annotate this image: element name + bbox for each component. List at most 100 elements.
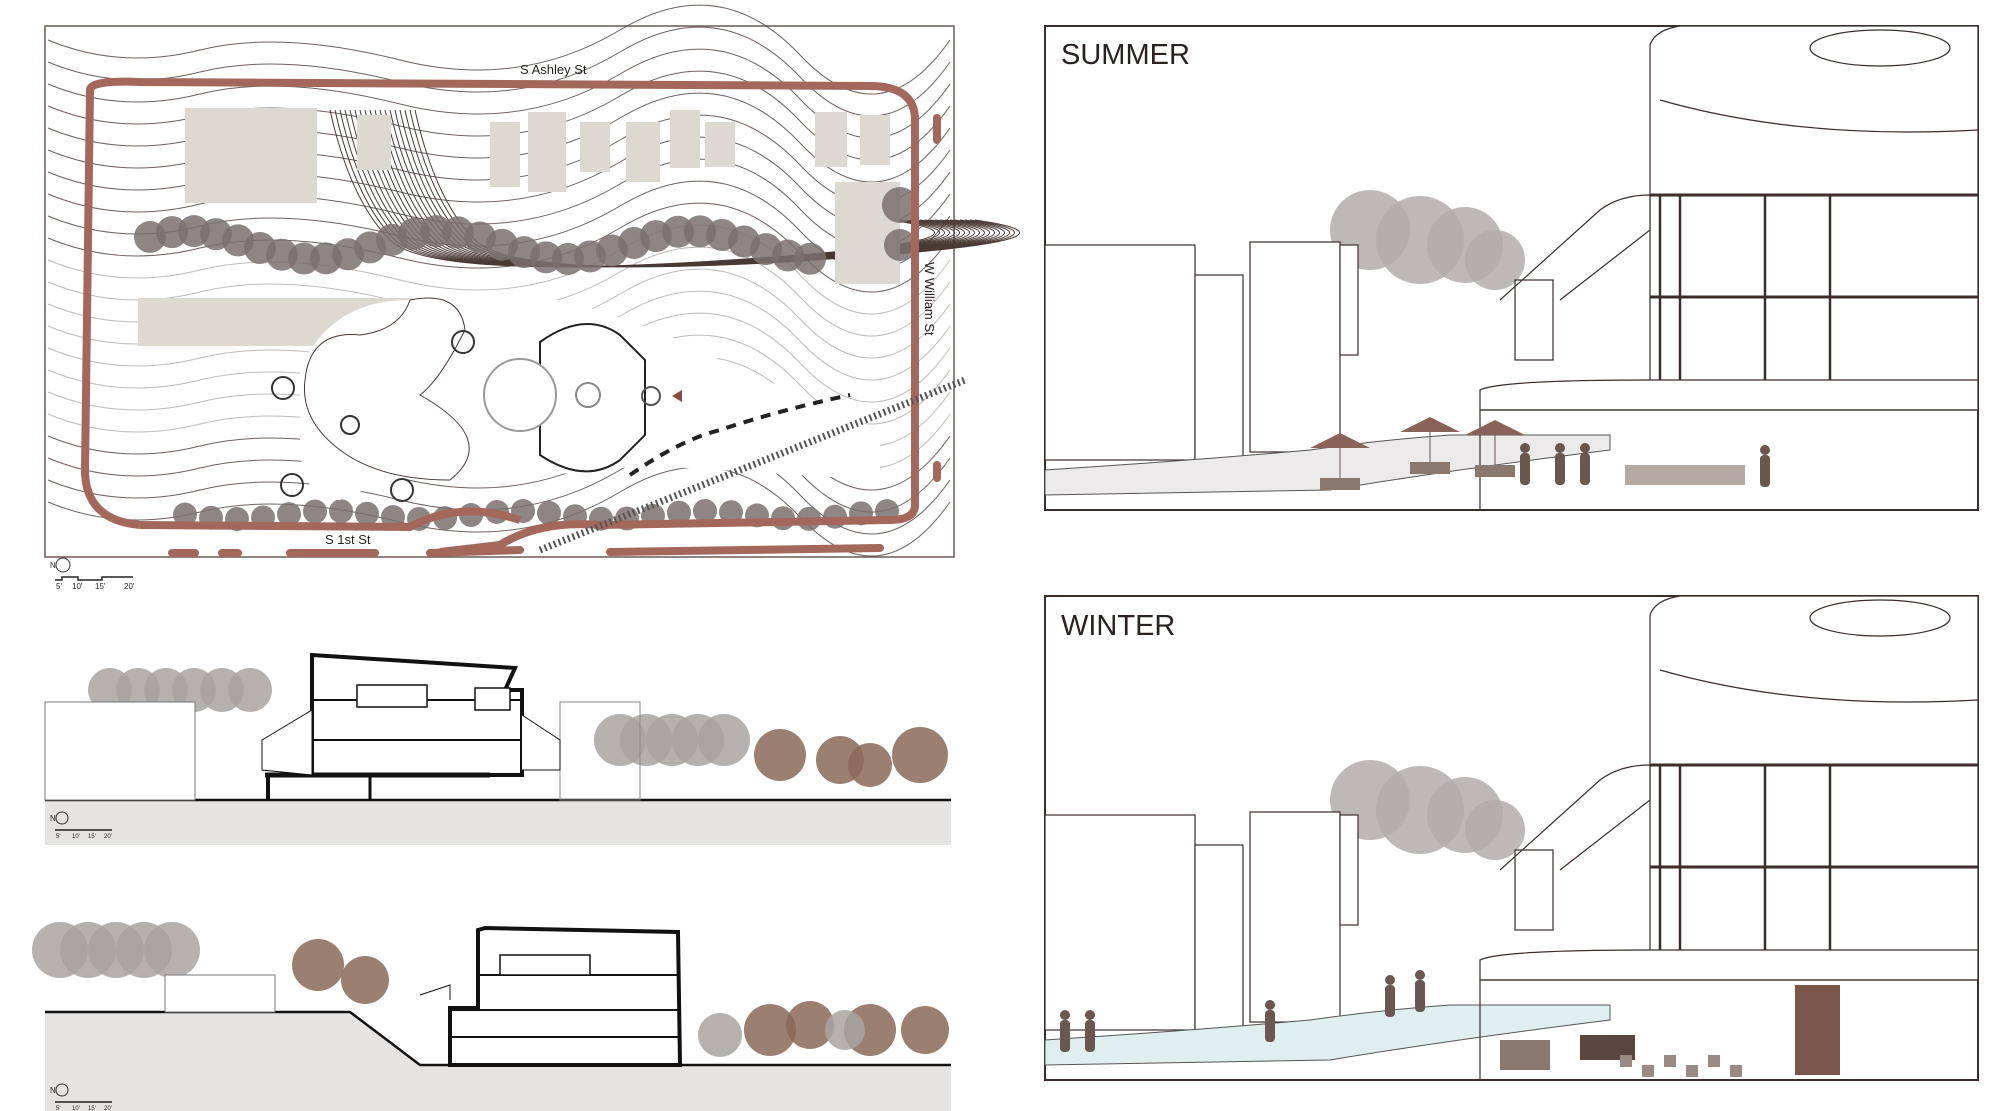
summer-panel: SUMMER	[1044, 25, 1979, 511]
cafe-table-group	[1410, 462, 1450, 474]
tree	[693, 499, 717, 524]
building-section	[261, 652, 561, 800]
scale-label: 5'	[56, 834, 60, 840]
scale-bar: N5'10'15'20'	[50, 1083, 112, 1111]
north-label: N	[50, 814, 56, 823]
trees	[88, 668, 948, 787]
pavilion-building	[1649, 25, 1979, 401]
ground	[45, 1012, 951, 1111]
person	[1580, 443, 1590, 453]
tree	[848, 743, 892, 787]
trees	[32, 922, 949, 1057]
railway-track	[538, 376, 967, 554]
north-arrow	[55, 811, 69, 825]
ground-floor-slab	[1479, 949, 1979, 981]
ground-floor-slab	[1479, 379, 1979, 411]
contour-line	[47, 422, 951, 513]
tree	[884, 229, 916, 261]
tree	[719, 500, 743, 525]
roof-skylight	[1809, 599, 1951, 637]
umbrella	[1310, 433, 1370, 448]
scale-label: 15'	[88, 1106, 96, 1111]
ground	[45, 800, 951, 845]
person	[1415, 970, 1425, 980]
tree	[292, 939, 344, 991]
chair	[1664, 1055, 1676, 1067]
building	[357, 115, 391, 170]
person	[1385, 985, 1395, 1017]
summer-title: SUMMER	[1061, 39, 1190, 71]
chair	[1708, 1055, 1720, 1067]
person	[1415, 980, 1425, 1012]
scale-label: 10'	[72, 1106, 80, 1111]
scale-label: 10'	[72, 834, 80, 840]
tree	[173, 502, 197, 527]
north-arrow	[55, 1083, 69, 1097]
contour-line	[47, 158, 951, 249]
curved-facade	[1659, 669, 1979, 703]
street-label-north: S Ashley St	[520, 62, 587, 77]
person	[1265, 1000, 1275, 1010]
section-elevation-2	[32, 922, 951, 1111]
person	[1580, 453, 1590, 485]
person	[1085, 1010, 1095, 1020]
person	[1520, 443, 1530, 453]
scale-bar: N5'10'15'20'	[50, 811, 112, 840]
person	[1555, 443, 1565, 453]
stair-truss	[1514, 279, 1554, 361]
tree	[698, 1013, 742, 1057]
slide-ramp	[1499, 194, 1651, 301]
street-label-south: S 1st St	[325, 532, 371, 547]
context-building	[1339, 244, 1359, 356]
stair-truss	[1514, 849, 1554, 931]
scale-label: 10'	[72, 582, 83, 591]
tree	[825, 1010, 865, 1050]
winter-panel: WINTER	[1044, 595, 1979, 1081]
tree	[667, 500, 691, 525]
tree	[786, 1001, 834, 1049]
person	[1060, 1010, 1070, 1020]
cafe-table-group	[1475, 465, 1515, 477]
chair	[1620, 1055, 1632, 1067]
umbrella	[1400, 417, 1460, 432]
building	[626, 122, 660, 182]
winter-title: WINTER	[1061, 610, 1175, 642]
chair	[1730, 1065, 1742, 1077]
tree	[794, 242, 826, 275]
pavilion-building	[1649, 595, 1979, 971]
scale-label: 15'	[88, 834, 96, 840]
building	[705, 122, 735, 167]
scale-label: 20'	[104, 1106, 112, 1111]
building	[490, 122, 520, 187]
fireplace-wall	[1795, 985, 1840, 1075]
tree	[744, 1004, 796, 1056]
tree-row	[134, 187, 918, 531]
plaza-path	[1044, 434, 1611, 496]
context-building	[164, 974, 276, 1013]
scale-label: 15'	[95, 582, 106, 591]
person	[1520, 453, 1530, 485]
winter-scene	[1044, 595, 1979, 1081]
context-building	[1249, 241, 1341, 453]
street-label-east: W William St	[922, 262, 937, 336]
person	[1760, 445, 1770, 455]
building	[528, 112, 566, 192]
north-arrow: N	[50, 557, 71, 573]
tree	[288, 242, 320, 275]
person	[1085, 1020, 1095, 1052]
building	[185, 108, 317, 203]
summer-scene	[1044, 25, 1979, 511]
buildings	[138, 108, 900, 346]
south-path-dashes	[168, 114, 941, 557]
tree	[303, 499, 327, 524]
context-building	[44, 701, 196, 801]
umbrella	[1465, 420, 1525, 435]
tree	[341, 956, 389, 1004]
tree	[277, 502, 301, 527]
slide-ramp	[1499, 764, 1651, 871]
building	[815, 112, 847, 167]
perimeter-path-west	[80, 89, 141, 529]
ground-floor	[1479, 409, 1979, 511]
tree	[537, 500, 561, 525]
tree	[892, 727, 948, 783]
